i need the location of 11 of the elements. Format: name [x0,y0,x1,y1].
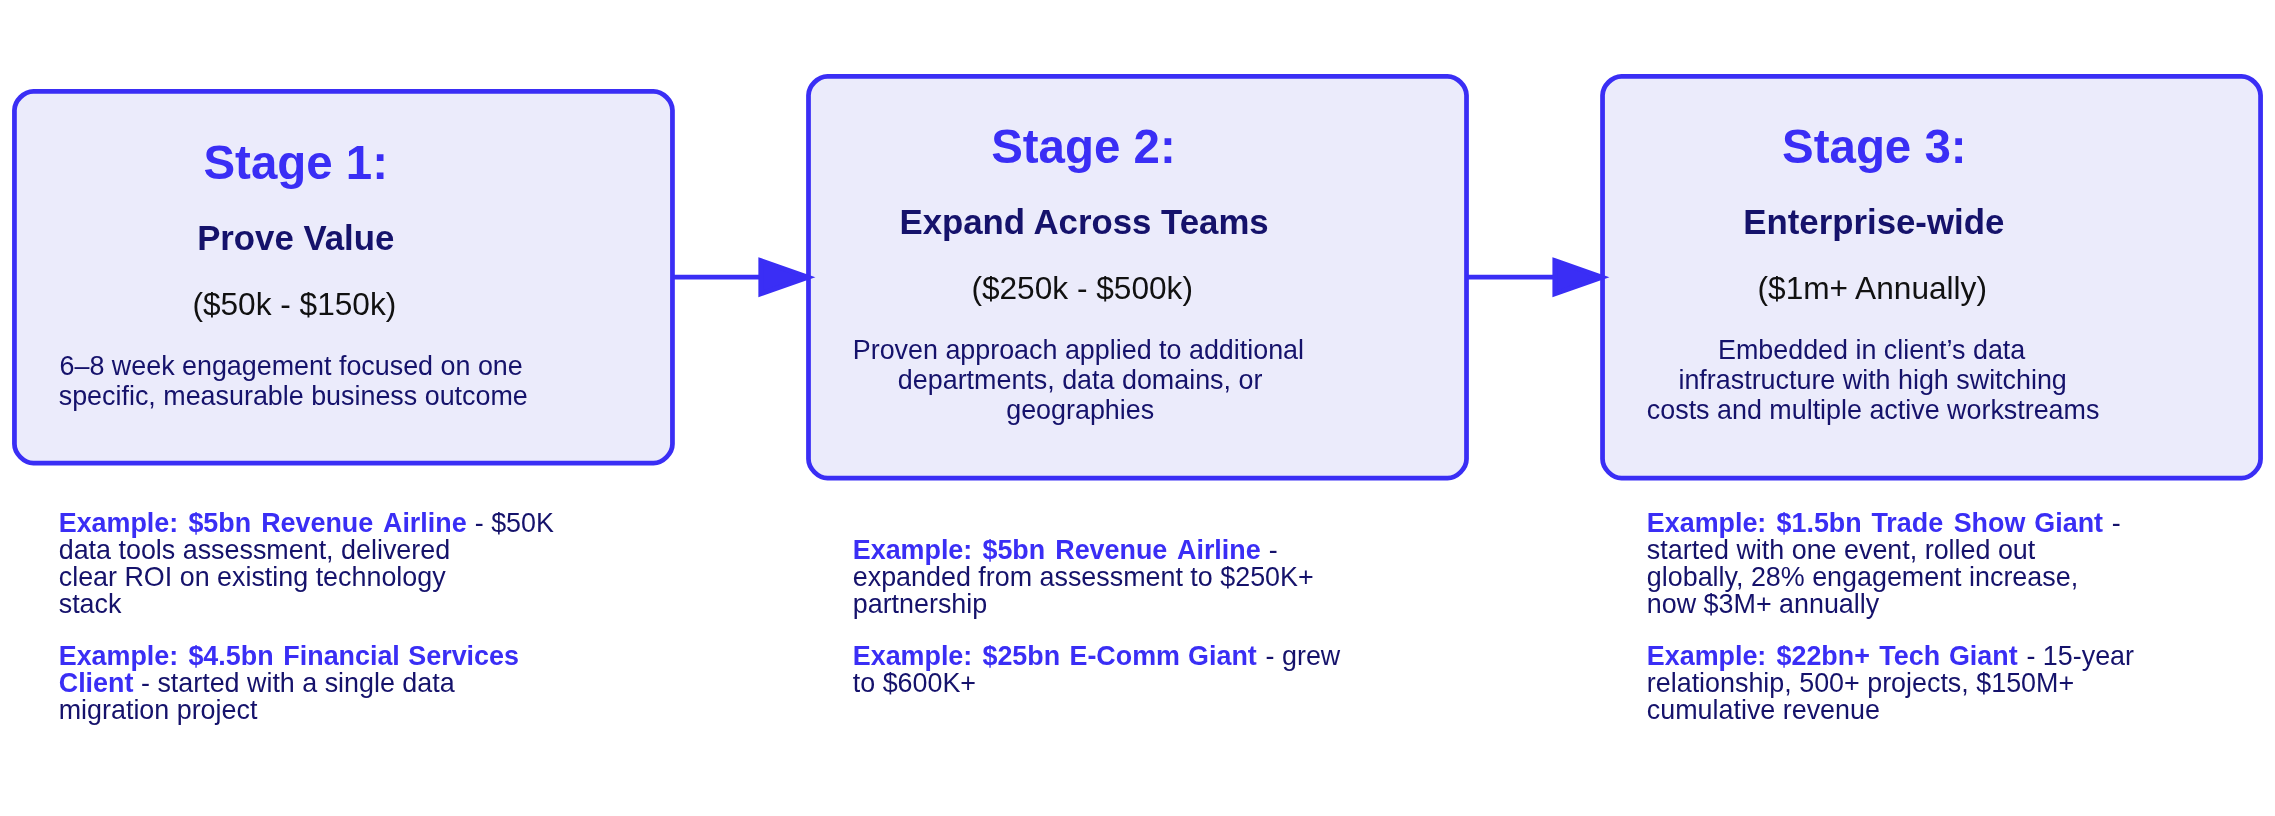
node-label: Example: $22bn+ Tech Giant - 15-year relationship, 500+ projects, $150M+ cumulative revenue [1646,640,2134,725]
node-label: Example: $4.5bn Financial Services Client - started with a single data migration project [58,640,519,725]
arrow [673,256,816,297]
node-label: Example: $25bn E-Comm Giant - grew to $600K+ [852,640,1341,698]
node-box: Stage 3: Enterprise-wide ($1m+ Annually) Embedded in client’s data infrastructure with high switching costs and multiple active workstreams [1600,73,2263,480]
node-label: Example: $1.5bn Trade Show Giant- started with one event, rolled out globally, 28% engagement increase, now $3M+ annually [1646,507,2121,619]
node-label: Example: $5bn Revenue Airline - expanded from assessment to $250K+ partnership [852,534,1314,619]
node-box: Stage 1: Prove Value ($50k - $150k) 6–8 week engagement focused on one specific, measurable business outcome [12,88,675,465]
arrow [1467,256,1610,297]
node-box: Stage 2: Expand Across Teams ($250k - $500k) Proven approach applied to additional departments, data domains, or geographies [806,73,1469,480]
node-label: Example: $5bn Revenue Airline - $50K data tools assessment, delivered clear ROI on existing technology stack [58,507,554,619]
